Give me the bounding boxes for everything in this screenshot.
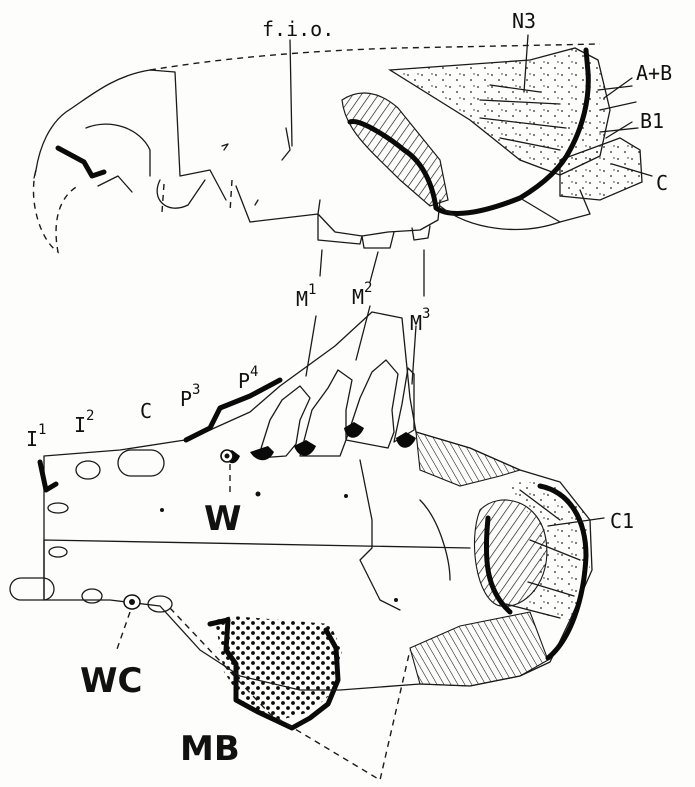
- label-b1: B1: [640, 109, 664, 133]
- label-c-canine: C: [140, 399, 152, 423]
- hatched-posterior-upper: [416, 432, 520, 486]
- label-i1: I1: [26, 422, 46, 451]
- snout-tip-outline: [33, 170, 78, 252]
- label-i2: I2: [74, 408, 94, 437]
- label-p4: P4: [238, 364, 258, 393]
- incisor-outline: [162, 180, 232, 212]
- label-n3: N3: [512, 9, 536, 33]
- label-c: C: [656, 171, 668, 195]
- suture-line-snout: [58, 148, 104, 176]
- label-w: W: [204, 499, 242, 539]
- label-m3: M3: [410, 306, 430, 335]
- label-wc: WC: [80, 661, 142, 701]
- hatched-posterior-lower: [410, 612, 548, 686]
- label-c1: C1: [610, 509, 634, 533]
- label-p3: P3: [180, 382, 200, 411]
- label-m1: M1: [296, 282, 316, 311]
- molar-labels: M1 M2 M3: [296, 280, 430, 335]
- label-fio: f.i.o.: [262, 17, 334, 41]
- label-a-plus-b: A+B: [636, 61, 672, 85]
- label-mb: MB: [180, 729, 240, 769]
- lateral-skull-view: [33, 35, 652, 252]
- palatal-view: [10, 312, 604, 780]
- label-m2: M2: [352, 280, 372, 309]
- infraorbital-foramen: [282, 128, 290, 160]
